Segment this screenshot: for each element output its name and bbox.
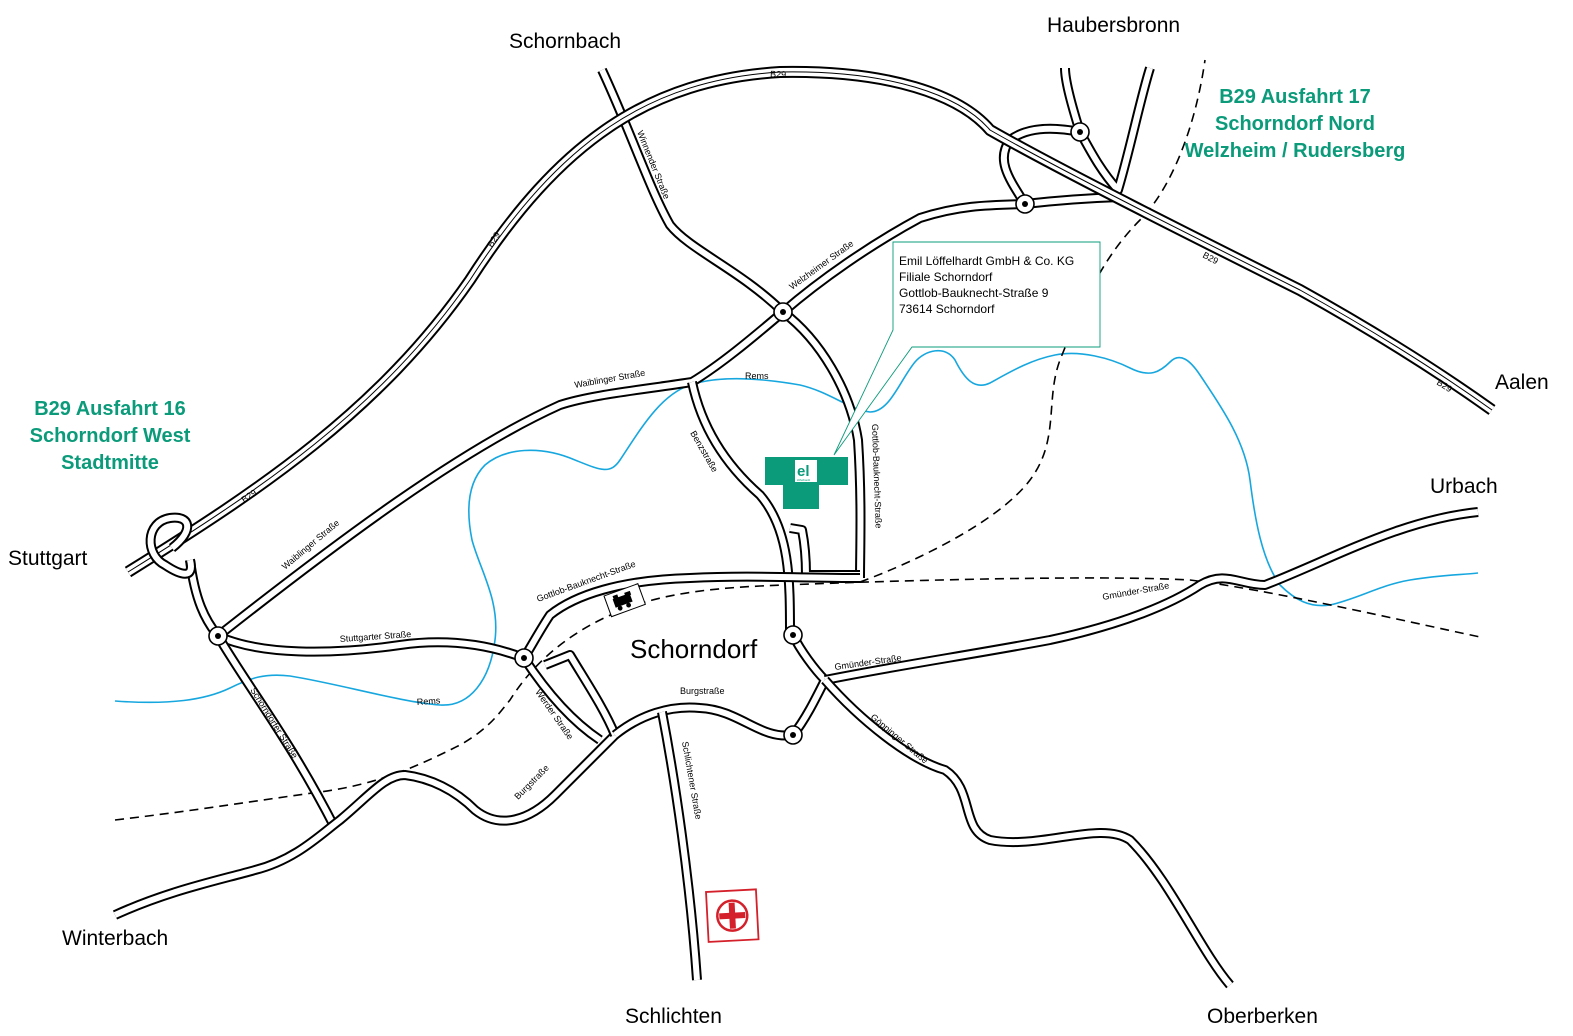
address-city: 73614 Schorndorf — [899, 302, 995, 316]
train-station-icon — [603, 583, 646, 618]
address-callout: Emil Löffelhardt GmbH & Co. KG Filiale S… — [833, 241, 1101, 456]
label-gottlob-vertical: Gottlob-Bauknecht-Straße — [870, 424, 884, 529]
address-street: Gottlob-Bauknecht-Straße 9 — [899, 286, 1049, 300]
logo-mark: el — [797, 463, 810, 480]
address-company: Emil Löffelhardt GmbH & Co. KG — [899, 254, 1074, 268]
exit-north-line2: Schorndorf Nord — [1215, 113, 1375, 135]
place-urbach: Urbach — [1430, 475, 1498, 498]
place-oberberken: Oberberken — [1207, 1005, 1318, 1028]
junctions — [208, 122, 1090, 745]
exit-west-line2: Schorndorf West — [30, 425, 191, 447]
place-aalen: Aalen — [1495, 371, 1549, 394]
place-schlichten: Schlichten — [625, 1005, 722, 1028]
place-schornbach: Schornbach — [509, 30, 621, 53]
place-stuttgart: Stuttgart — [8, 547, 88, 570]
exit-west-line1: B29 Ausfahrt 16 — [34, 398, 186, 420]
label-rems-south: Rems — [416, 695, 441, 707]
place-winterbach: Winterbach — [62, 927, 168, 950]
label-b29-north: B29 — [770, 69, 786, 80]
hospital-icon — [705, 888, 760, 943]
label-schorndorfer: Schorndorfer Straße — [248, 686, 300, 760]
label-stuttgarter: Stuttgarter Straße — [339, 629, 411, 644]
river-rems — [114, 350, 1479, 706]
exit-labels: B29 Ausfahrt 17 Schorndorf Nord Welzheim… — [30, 86, 1406, 474]
railway-lines — [114, 59, 1481, 821]
exit-north-line1: B29 Ausfahrt 17 — [1219, 86, 1371, 108]
exit-north-line3: Welzheim / Rudersberg — [1185, 140, 1406, 162]
company-logo-icon: el löffelhardt — [765, 457, 848, 509]
logo-sub: löffelhardt — [797, 478, 810, 482]
label-gmuender-east: Gmünder-Straße — [1102, 580, 1170, 602]
place-haubersbronn: Haubersbronn — [1047, 14, 1180, 37]
place-town-schorndorf: Schorndorf — [630, 634, 758, 664]
highway-b29 — [124, 65, 1496, 579]
exit-west-line3: Stadtmitte — [61, 452, 159, 474]
label-burg-center: Burgstraße — [680, 686, 725, 696]
road-network — [112, 66, 1479, 989]
place-labels: Schornbach Haubersbronn Aalen Urbach Stu… — [8, 14, 1549, 1028]
address-branch: Filiale Schorndorf — [899, 270, 993, 284]
label-burg-west: Burgstraße — [512, 763, 551, 802]
label-goeppinger: Göppinger Straße — [869, 712, 930, 766]
label-rems-north: Rems — [745, 371, 769, 381]
label-schlichtener: Schlichtener Straße — [680, 741, 704, 821]
